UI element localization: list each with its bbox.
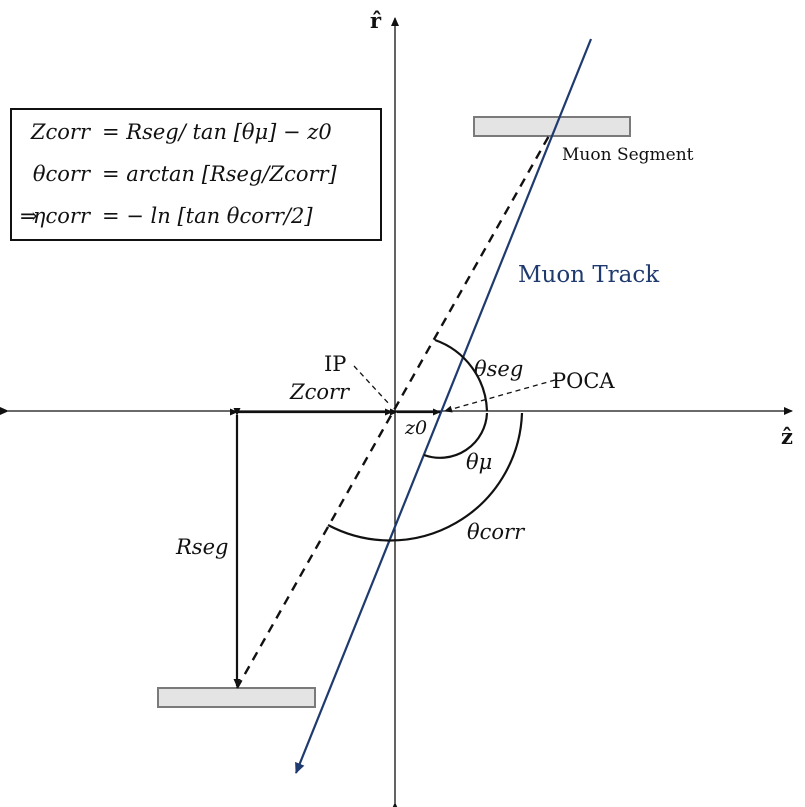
- muon-track-label: Muon Track: [518, 262, 660, 288]
- formula-lhs: θcorr: [32, 162, 90, 186]
- theta-mu-label: θμ: [466, 450, 493, 474]
- z0-label: z0: [405, 417, 428, 439]
- formula-rhs: = − ln [tan θcorr/2]: [102, 204, 313, 228]
- theta-mu-arc: [423, 412, 489, 459]
- muon-segment-label: Muon Segment: [562, 145, 694, 165]
- rseg-label: Rseg: [176, 535, 229, 559]
- formula-rhs: = arctan [Rseg/Zcorr]: [102, 162, 337, 186]
- zcorr-label: Zcorr: [290, 380, 350, 404]
- poca-label: POCA: [552, 369, 615, 393]
- ip-label: IP: [324, 352, 347, 376]
- poca-pointer: [444, 379, 556, 413]
- theta-corr-arc: [327, 412, 524, 542]
- muon-segment-bottom: [157, 687, 316, 708]
- formula-box: Zcorr = Rseg/ tan [θμ] − z0 θcorr = arct…: [10, 108, 382, 241]
- formula-lhs: Zcorr: [30, 120, 90, 144]
- muon-track-line: [294, 38, 593, 774]
- formula-lhs: ηcorr: [32, 204, 90, 228]
- formula-rhs: = Rseg/ tan [θμ] − z0: [102, 120, 332, 144]
- ip-pointer: [353, 365, 391, 406]
- r-axis-label: r̂: [370, 8, 382, 33]
- theta-seg-label: θseg: [474, 357, 524, 381]
- theta-seg-arc: [434, 338, 489, 412]
- corrected-direction-dashed-line: [235, 133, 552, 689]
- z-axis-label: ẑ: [781, 424, 793, 449]
- theta-corr-label: θcorr: [467, 520, 525, 544]
- formula-prefix: ⇒: [20, 204, 38, 228]
